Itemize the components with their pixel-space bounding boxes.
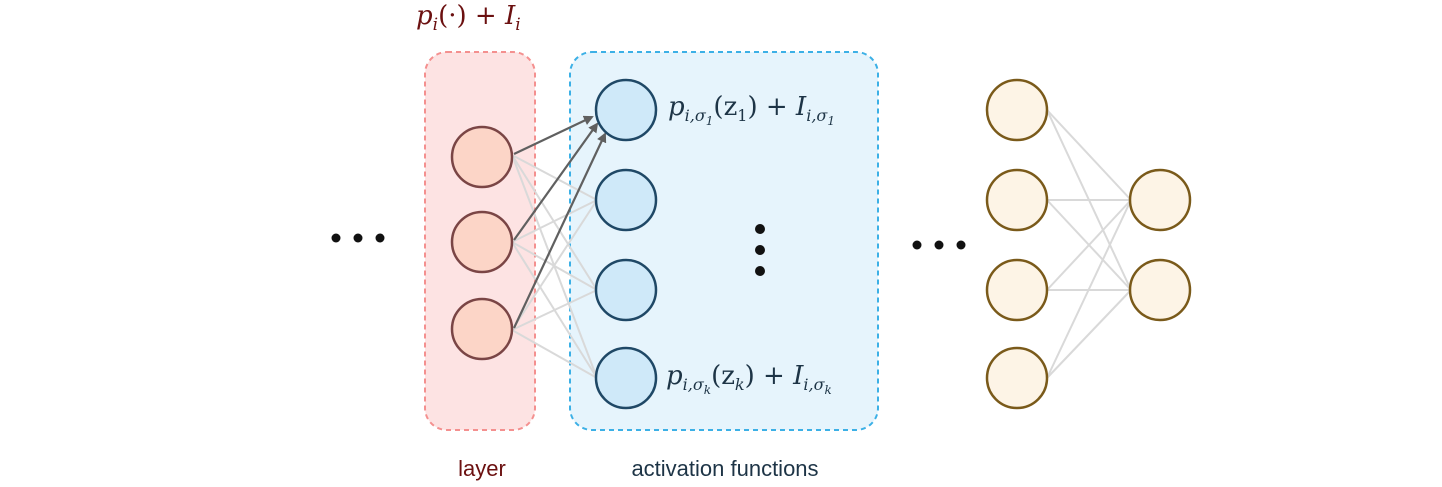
- left-ellipsis: [331, 233, 385, 243]
- activation-node: [594, 258, 658, 322]
- activation-node: [594, 346, 658, 410]
- bottom-activation-formula: pi,σk(zk) + Ii,σk: [666, 361, 832, 397]
- middle-ellipsis: [912, 240, 966, 250]
- layer-label: layer: [458, 456, 506, 481]
- network-node: [1128, 258, 1192, 322]
- activation-arrows: [513, 115, 607, 329]
- vertical-ellipsis: [755, 224, 765, 276]
- activation-box: [569, 51, 879, 431]
- layer-nodes: [450, 125, 514, 361]
- network-node: [985, 168, 1049, 232]
- layer-node: [450, 210, 514, 274]
- layer-formula: pi(·) + Ii: [416, 1, 521, 35]
- layer-to-activation-edges: [511, 154, 598, 379]
- activation-node: [594, 168, 658, 232]
- network-node: [985, 258, 1049, 322]
- network-node: [985, 346, 1049, 410]
- top-activation-formula: pi,σ1(z1) + Ii,σ1: [668, 92, 835, 128]
- network-node: [985, 78, 1049, 142]
- activation-nodes: [594, 78, 658, 410]
- network-edges: [1046, 109, 1132, 379]
- activation-functions-label: activation functions: [631, 456, 818, 481]
- layer-node: [450, 297, 514, 361]
- network-node: [1128, 168, 1192, 232]
- network-nodes: [985, 78, 1192, 410]
- layer-node: [450, 125, 514, 189]
- activation-node: [594, 78, 658, 142]
